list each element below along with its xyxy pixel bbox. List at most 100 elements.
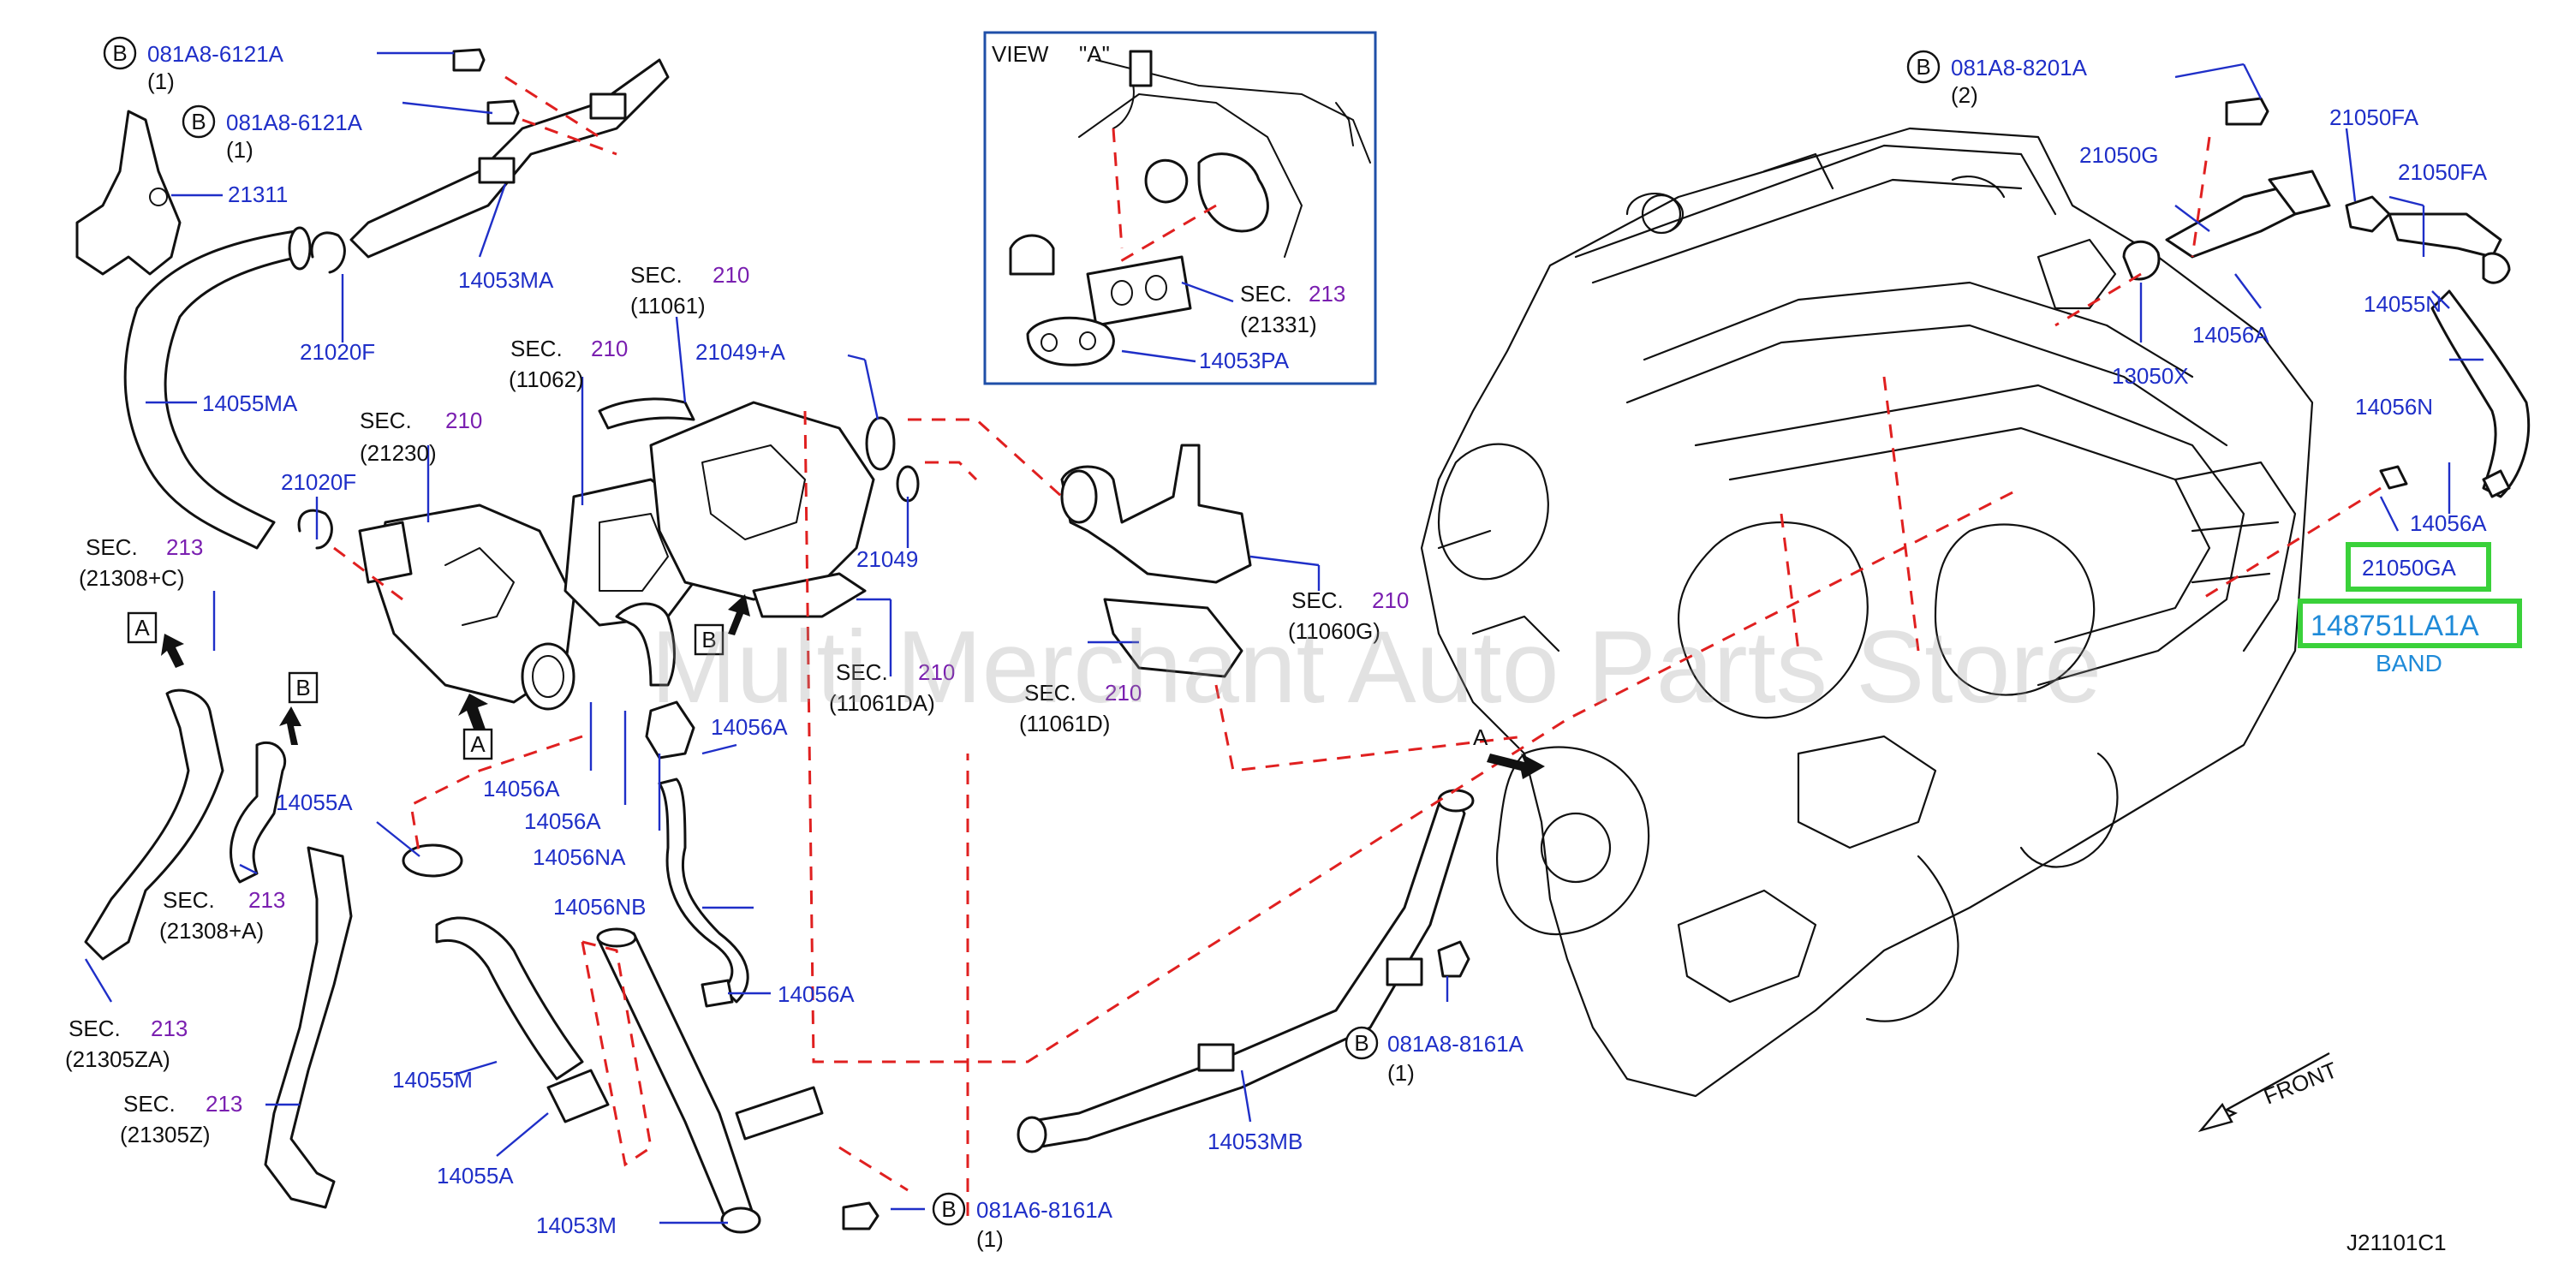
part-number: 14055N: [2364, 291, 2442, 317]
bolt-marker-letter: B: [1354, 1030, 1368, 1056]
diagram-code: J21101C1: [2346, 1230, 2447, 1255]
part-number: 21311: [228, 182, 288, 207]
bolt-marker-3: B: [932, 1192, 966, 1226]
red-dashed-leaders: [333, 75, 2382, 1216]
band-label: BAND: [2376, 650, 2442, 676]
blue-leader-lines: [84, 51, 2484, 1224]
bolt-marker-2: B: [182, 104, 216, 139]
sec-ref: (11060G): [1288, 618, 1380, 644]
part-number: 14053M: [536, 1212, 617, 1238]
sec-ref: (11061D): [1019, 711, 1110, 736]
part-number: 14053MB: [1208, 1129, 1303, 1154]
sec-num: 210: [1105, 680, 1142, 706]
bolt-marker-4: B: [1345, 1026, 1379, 1060]
highlighted-part-number[interactable]: 148751LA1A: [2311, 610, 2479, 642]
view-title: VIEW: [992, 41, 1049, 67]
part-number: 081A8-6121A: [226, 110, 363, 135]
part-number: 14053PA: [1199, 348, 1290, 373]
view-box-b: B: [701, 627, 716, 652]
bolt-marker-1: B: [103, 36, 137, 70]
part-number: 21050G: [2079, 142, 2159, 168]
sec-label: SEC.: [1291, 587, 1344, 613]
part-number: 14056NB: [553, 894, 646, 920]
part-number: 14055A: [437, 1163, 514, 1189]
part-qty: (1): [147, 69, 175, 94]
sec-ref: (21331): [1240, 312, 1317, 337]
view-box-a: A: [470, 731, 486, 757]
part-number: 14056A: [711, 714, 788, 740]
part-qty: (1): [976, 1226, 1004, 1252]
part-number: 21050FA: [2398, 159, 2488, 185]
highlighted-part-number[interactable]: 21050GA: [2362, 555, 2457, 581]
bolt-marker-letter: B: [1916, 54, 1930, 80]
part-number: 21049: [856, 546, 918, 572]
sec-num: 213: [206, 1091, 242, 1117]
sec-ref: (21305Z): [120, 1122, 211, 1147]
sec-ref: (11062): [509, 366, 584, 392]
sec-label: SEC.: [1240, 281, 1292, 307]
part-number: 21020F: [281, 469, 356, 495]
sec-ref: (11061): [630, 293, 706, 319]
engine-assembly-drawing: [1420, 127, 2314, 1098]
sec-num: 210: [713, 262, 749, 288]
sec-num: 210: [591, 336, 628, 361]
bolt-marker-5: B: [1906, 50, 1941, 84]
part-number: 21050FA: [2329, 104, 2419, 130]
part-number: 14056A: [2192, 322, 2269, 348]
part-number: 13050X: [2112, 363, 2189, 389]
sec-label: SEC.: [123, 1091, 176, 1117]
part-number: 14056NA: [533, 844, 626, 870]
sec-ref: (21308+A): [159, 918, 264, 944]
sec-label: SEC.: [69, 1016, 121, 1041]
sec-label: SEC.: [360, 408, 412, 433]
view-a-label: "A": [1079, 41, 1110, 67]
part-number: 21049+A: [695, 339, 785, 365]
sec-label: SEC.: [86, 534, 138, 560]
part-number: 14056A: [483, 776, 560, 801]
view-box-a: A: [134, 615, 150, 640]
part-number: 14055MA: [202, 390, 298, 416]
part-qty: (1): [226, 137, 253, 163]
view-a-inset: VIEW "A" SEC. 213 (21331) 14053PA: [983, 31, 1377, 385]
part-number: 14056A: [524, 808, 601, 834]
sec-ref: (21230): [360, 440, 437, 466]
sec-num: 213: [248, 887, 285, 913]
sec-ref: (11061DA): [829, 690, 935, 716]
part-number: 081A6-8161A: [976, 1197, 1113, 1223]
sec-ref: (21305ZA): [65, 1046, 170, 1072]
watermark: Multi Merchant Auto Parts Store: [651, 610, 2102, 724]
bolt-marker-letter: B: [112, 40, 127, 66]
sec-num: 213: [151, 1016, 188, 1041]
sec-label: SEC.: [1024, 680, 1076, 706]
sec-label: SEC.: [510, 336, 563, 361]
part-number: 081A8-8201A: [1951, 55, 2088, 80]
highlight-box-148751la1a: [2298, 599, 2522, 648]
sec-num: 210: [918, 659, 955, 685]
sec-num: 213: [166, 534, 203, 560]
sec-num: 210: [445, 408, 482, 433]
labels: B 081A8-6121A (1) B 081A8-6121A (1) 2131…: [65, 36, 2522, 1255]
sec-num: 213: [1309, 281, 1345, 307]
part-number: 14056N: [2355, 394, 2433, 420]
part-number: 081A8-8161A: [1387, 1031, 1524, 1057]
part-number: 14056A: [2410, 510, 2487, 536]
view-arrow-a-label: A: [1473, 724, 1488, 750]
part-number: 14055A: [276, 789, 353, 815]
sec-label: SEC.: [163, 887, 215, 913]
sec-num: 210: [1372, 587, 1409, 613]
part-number: 21020F: [300, 339, 375, 365]
sec-label: SEC.: [630, 262, 683, 288]
bolt-marker-letter: B: [191, 109, 206, 134]
highlight-box-21050ga: [2346, 542, 2491, 592]
sec-label: SEC.: [836, 659, 888, 685]
part-number: 14055M: [392, 1067, 473, 1093]
sec-ref: (21308+C): [79, 565, 185, 591]
part-number: 081A8-6121A: [147, 41, 284, 67]
view-box-b: B: [295, 675, 310, 700]
part-qty: (2): [1951, 82, 1978, 108]
bolt-marker-letter: B: [941, 1196, 956, 1222]
front-label: FRONT: [2260, 1057, 2340, 1109]
part-number: 14056A: [778, 981, 855, 1007]
